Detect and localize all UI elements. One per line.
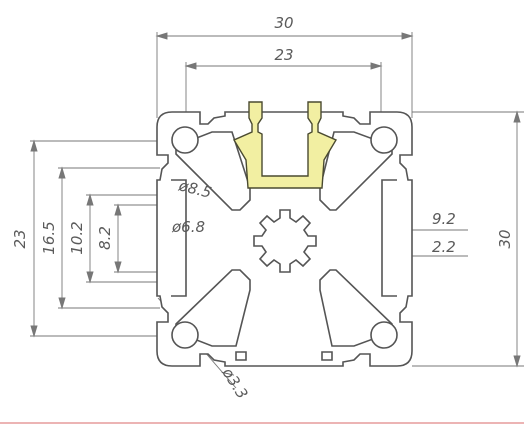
corner-holes	[171, 126, 398, 349]
dim-corner-hole-dia: ø3.3	[218, 364, 251, 402]
dim-10-2: 10.2	[68, 221, 86, 254]
dim-16-5: 16.5	[40, 221, 58, 254]
hole-top-left	[171, 126, 199, 154]
hole-top-right	[370, 126, 398, 154]
dim-overall-height: 30	[496, 229, 514, 248]
dim-hole-spacing: 23	[11, 229, 29, 248]
center-bore	[253, 209, 317, 273]
dim-center-bore-dia: ø6.8	[171, 218, 205, 236]
slot-insert	[232, 101, 338, 189]
extension-lines	[30, 32, 524, 367]
dim-2-2: 2.2	[432, 238, 456, 256]
dim-overall-width: 30	[274, 14, 293, 32]
dim-8-2: 8.2	[96, 226, 114, 250]
dim-9-2: 9.2	[432, 210, 456, 228]
dim-slot-width: 23	[274, 46, 293, 64]
hole-bottom-left	[171, 321, 199, 349]
hole-bottom-right	[370, 321, 398, 349]
